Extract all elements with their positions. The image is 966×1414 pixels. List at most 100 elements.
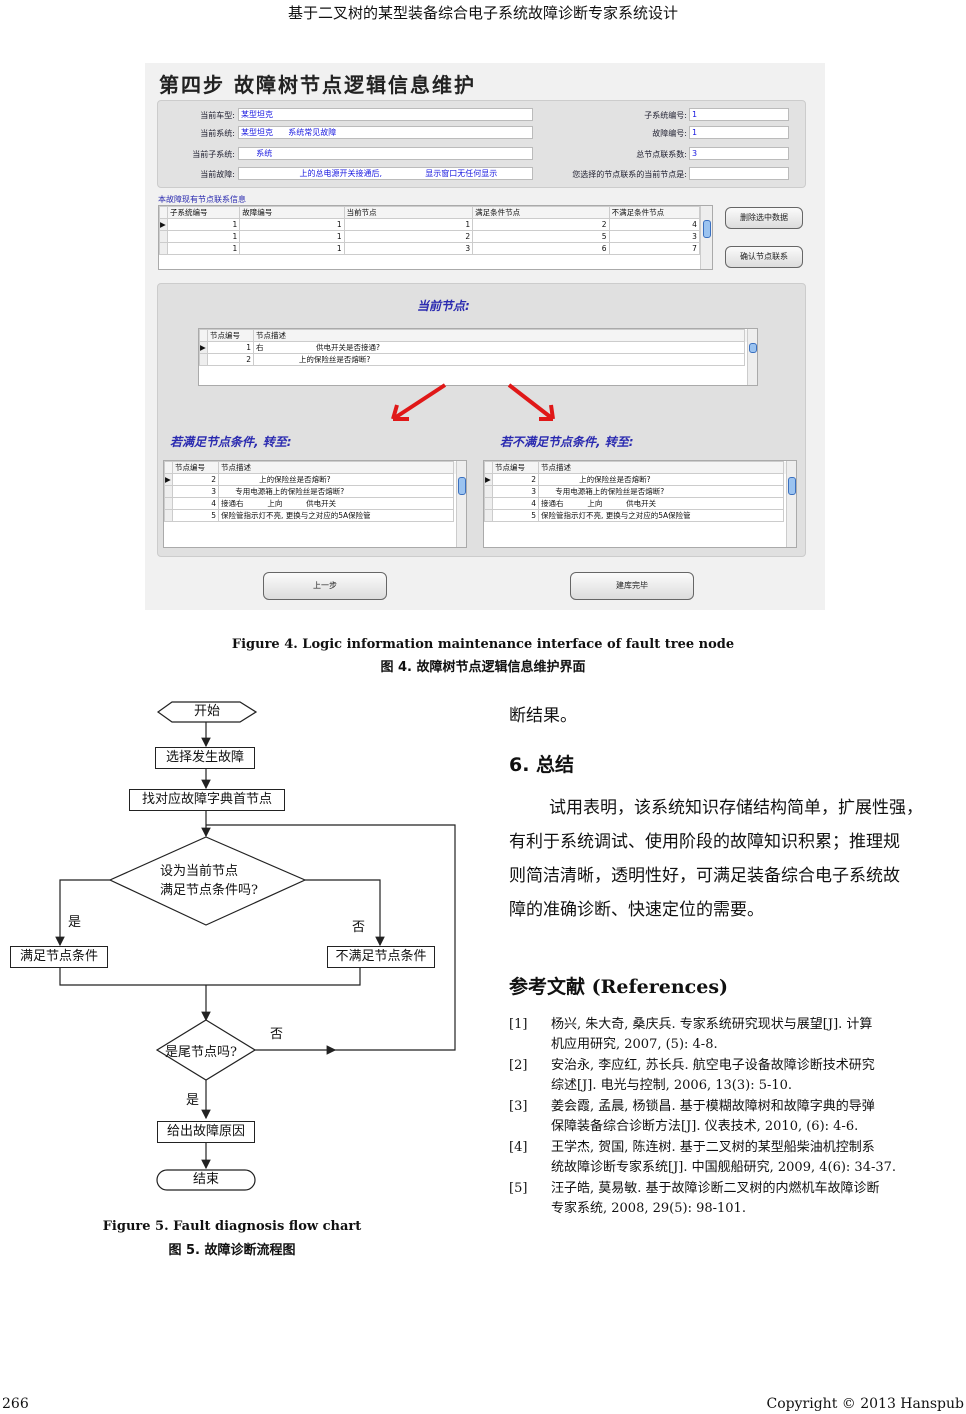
column-header[interactable]: 故障编号 — [239, 206, 345, 219]
field-input[interactable]: 某型坦克 — [238, 108, 533, 121]
reference-item: [3]姜会霞, 孟晨, 杨锁昌. 基于模糊故障树和故障字典的导弹保障装备综合诊断… — [509, 1099, 875, 1134]
flow-no-label: 否 — [352, 920, 366, 935]
references-list: [1]杨兴, 朱大奇, 桑庆兵. 专家系统研究现状与展望[J]. 计算机应用研究… — [509, 1015, 966, 1220]
table-cell: 2 — [472, 218, 610, 231]
table-cell: 上的保险丝是否熔断? — [218, 473, 454, 486]
field-input[interactable]: 某型坦克 系统常见故障 — [238, 126, 533, 139]
flow-yes2-label: 是 — [186, 1093, 200, 1108]
table-row[interactable]: 2 上的保险丝是否熔断? — [199, 353, 757, 366]
table-cell: 4 — [608, 218, 700, 231]
vertical-scrollbar[interactable] — [700, 206, 712, 269]
table-cell: 上的保险丝是否熔断? — [253, 353, 745, 366]
vertical-scrollbar[interactable] — [456, 461, 466, 547]
table-cell: 1 — [239, 242, 345, 255]
field-label: 子系统编号: — [644, 111, 687, 120]
table-cell: 3 — [172, 485, 219, 498]
table-cell: 1 — [207, 341, 254, 354]
no-branch-label: 若不满足节点条件, 转至: — [500, 435, 634, 449]
table-cell: 专用电源箱上的保险丝是否熔断? — [218, 485, 454, 498]
running-header: 基于二叉树的某型装备综合电子系统故障诊断专家系统设计 — [287, 4, 678, 22]
flow-decision-2: 是尾节点吗? — [165, 1045, 237, 1060]
flow-satisfied: 满足节点条件 — [10, 946, 108, 968]
finish-button[interactable]: 建库完毕 — [570, 572, 694, 600]
table-row[interactable]: 3 专用电源箱上的保险丝是否熔断? — [164, 485, 466, 498]
links-label: 本故障现有节点联系信息 — [158, 195, 246, 204]
conclusion-paragraph: 试用表明，该系统知识存储结构简单，扩展性强，有利于系统调试、使用阶段的故障知识积… — [509, 798, 923, 920]
column-header[interactable]: 节点编号 — [207, 329, 254, 342]
field-label: 当前系统: — [200, 129, 235, 138]
table-cell: 5 — [172, 509, 219, 522]
field-label: 故障编号: — [652, 129, 687, 138]
confirm-node-link-button[interactable]: 确认节点联系 — [725, 246, 803, 268]
table-row[interactable]: 3 专用电源箱上的保险丝是否熔断? — [484, 485, 796, 498]
flow-end: 结束 — [192, 1172, 219, 1187]
reference-item: [5]汪子皓, 莫易敏. 基于故障诊断二叉树的内燃机车故障诊断专家系统, 200… — [509, 1181, 880, 1216]
table-cell: 4 — [492, 497, 539, 510]
column-header[interactable]: 节点描述 — [538, 461, 784, 474]
column-header[interactable]: 节点编号 — [492, 461, 539, 474]
field-input[interactable]: 上的总电源开关接通后, 显示窗口无任何显示 — [238, 167, 533, 180]
field-input[interactable]: 1 — [689, 126, 789, 139]
reference-item: [4]王学杰, 贺国, 陈连树. 基于二叉树的某型船柴油机控制系统故障诊断专家系… — [509, 1140, 897, 1175]
table-cell: 7 — [608, 242, 700, 255]
flow-output-cause: 给出故障原因 — [157, 1121, 255, 1143]
table-cell: 2 — [492, 473, 539, 486]
table-cell: 接通右 上向 供电开关 — [538, 497, 784, 510]
arrows-icon — [391, 383, 555, 421]
table-cell: 3 — [608, 230, 700, 243]
column-header[interactable]: 节点描述 — [218, 461, 454, 474]
table-cell: 2 — [172, 473, 219, 486]
figure-5-caption-en: Figure 5. Fault diagnosis flow chart — [102, 1219, 362, 1234]
field-input[interactable]: 1 — [689, 108, 789, 121]
previous-step-button[interactable]: 上一步 — [263, 572, 387, 600]
figure-4-screenshot: 第四步 故障树节点逻辑信息维护 当前车型:某型坦克当前系统:某型坦克 系统常见故… — [145, 63, 825, 610]
column-header[interactable]: 子系统编号 — [167, 206, 241, 219]
page-number: 266 — [2, 1396, 29, 1412]
table-cell: 3 — [343, 242, 474, 255]
table-cell: 3 — [492, 485, 539, 498]
table-row[interactable]: ▶2 上的保险丝是否熔断? — [164, 473, 466, 486]
delete-selected-button[interactable]: 删除选中数据 — [725, 207, 803, 229]
table-row[interactable]: ▶2 上的保险丝是否熔断? — [484, 473, 796, 486]
column-header[interactable]: 节点描述 — [253, 329, 745, 342]
table-cell: 上的保险丝是否熔断? — [538, 473, 784, 486]
table-cell: 1 — [167, 230, 241, 243]
references-heading: 参考文献 (References) — [509, 976, 729, 998]
column-header[interactable]: 当前节点 — [343, 206, 474, 219]
field-label: 您选择的节点联系的当前节点是: — [572, 170, 687, 179]
figure-5-caption-zh: 图 5. 故障诊断流程图 — [168, 1243, 296, 1258]
field-label: 总节点联系数: — [636, 150, 687, 159]
column-header[interactable]: 满足条件节点 — [472, 206, 610, 219]
field-input[interactable]: 3 — [689, 147, 789, 160]
continuation-text: 断结果。 — [509, 706, 577, 726]
field-input[interactable] — [689, 167, 789, 180]
table-cell: 保险管指示灯不亮, 更换与之对应的5A保险管 — [218, 509, 454, 522]
table-cell: 1 — [167, 242, 241, 255]
vertical-scrollbar[interactable] — [747, 329, 757, 385]
column-header[interactable]: 节点编号 — [172, 461, 219, 474]
flow-unsatisfied: 不满足节点条件 — [327, 946, 435, 968]
current-node-label: 当前节点: — [417, 299, 470, 313]
table-cell: 接通右 上向 供电开关 — [218, 497, 454, 510]
field-input[interactable]: 系统 — [238, 147, 533, 160]
flow-start: 开始 — [193, 704, 220, 719]
vertical-scrollbar[interactable] — [786, 461, 796, 547]
column-header[interactable]: 不满足条件节点 — [608, 206, 700, 219]
figure-4-caption-en: Figure 4. Logic information maintenance … — [231, 637, 735, 652]
table-cell: 1 — [239, 230, 345, 243]
window-title: 第四步 故障树节点逻辑信息维护 — [159, 73, 476, 97]
yes-branch-label: 若满足节点条件, 转至: — [170, 435, 292, 449]
copyright: Copyright © 2013 Hanspub — [766, 1396, 964, 1412]
